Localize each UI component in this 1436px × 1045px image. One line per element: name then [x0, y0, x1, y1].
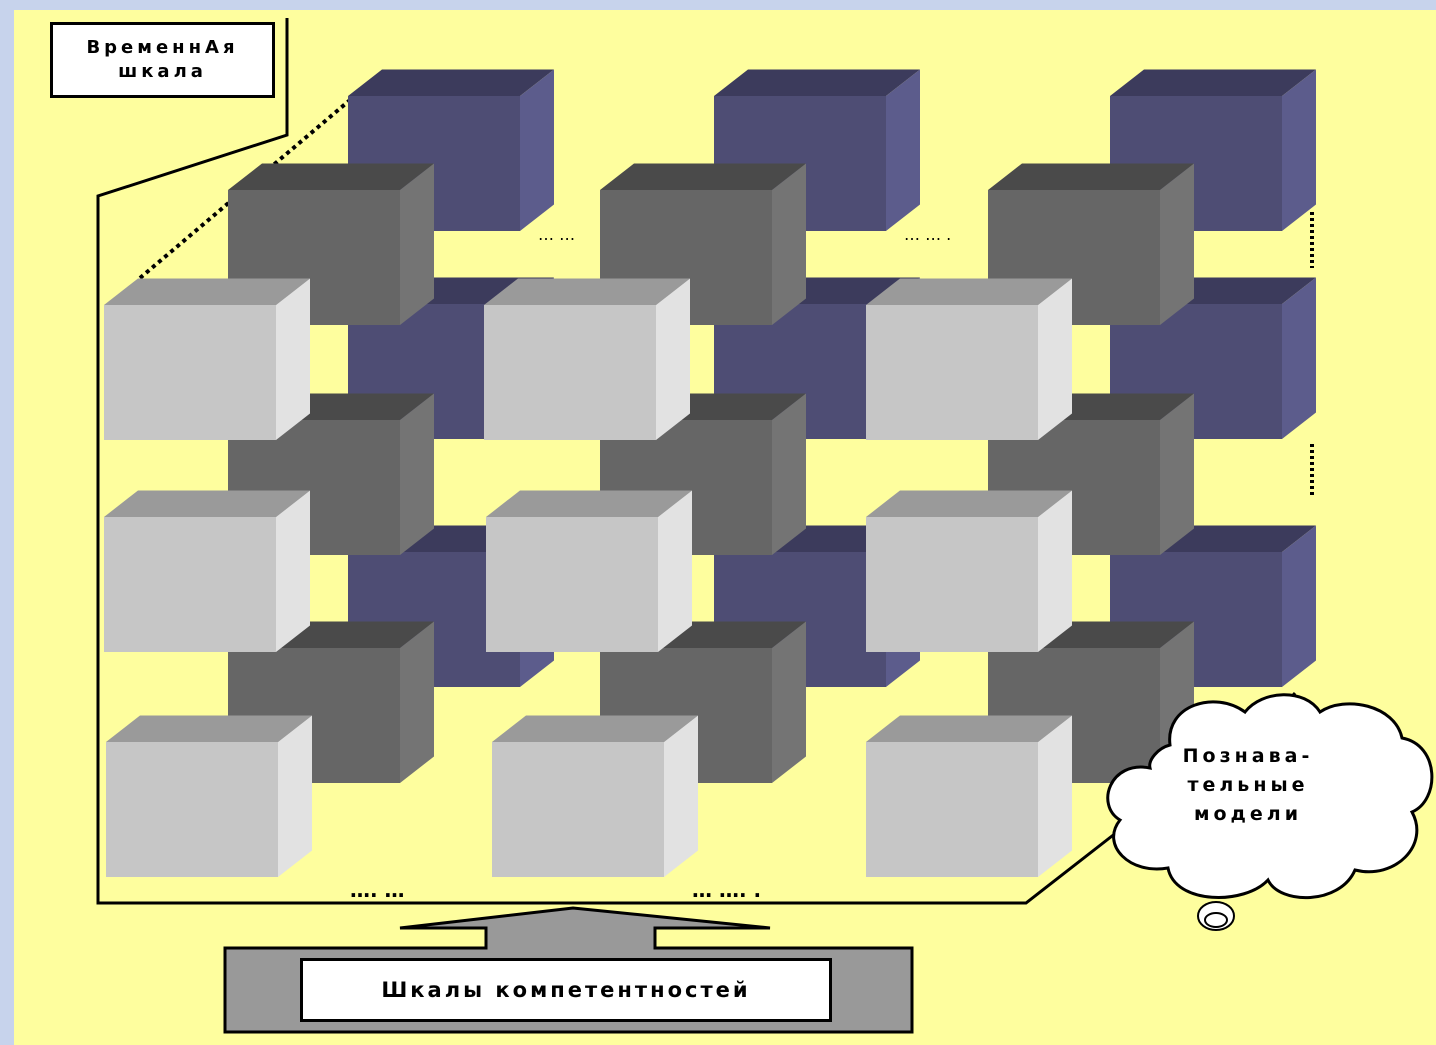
ellipsis-bottom-1: …. …: [350, 878, 405, 902]
cube-side-face: [1282, 69, 1316, 231]
ellipsis-bottom-2: … …. .: [692, 878, 761, 902]
cube-top-face: [1110, 69, 1316, 96]
time-scale-line1: ВременнАя: [86, 36, 238, 60]
cube-front-face: [104, 305, 276, 440]
competence-scales-text: Шкалы компетентностей: [381, 978, 750, 1002]
cube-side-face: [276, 278, 310, 440]
cube-top-face: [866, 490, 1072, 517]
cube-front-face: [866, 305, 1038, 440]
time-scale-label: ВременнАя шкала: [50, 22, 275, 98]
cube-side-face: [276, 490, 310, 652]
cube-side-face: [1282, 525, 1316, 687]
cube-side-face: [1160, 163, 1194, 325]
cube-front-3: [104, 490, 310, 652]
cube-side-face: [1038, 715, 1072, 877]
cube-side-face: [772, 163, 806, 325]
cube-side-face: [400, 621, 434, 783]
cube-top-face: [104, 278, 310, 305]
cube-front-face: [486, 517, 658, 652]
cube-top-face: [104, 490, 310, 517]
cube-side-face: [656, 278, 690, 440]
cognitive-line2: тельные: [1148, 771, 1348, 800]
cube-front-7: [492, 715, 698, 877]
cube-front-8: [866, 715, 1072, 877]
cube-front-5: [866, 490, 1072, 652]
cube-top-face: [228, 163, 434, 190]
ellipsis-top-2: … … .: [904, 225, 951, 244]
cube-side-face: [520, 69, 554, 231]
cube-side-face: [1038, 490, 1072, 652]
cube-top-face: [348, 69, 554, 96]
cube-side-face: [1038, 278, 1072, 440]
cube-front-2: [866, 278, 1072, 440]
cube-top-face: [492, 715, 698, 742]
cube-side-face: [772, 393, 806, 555]
cube-front-1: [484, 278, 690, 440]
cognitive-models-label: Познава- тельные модели: [1148, 742, 1348, 829]
ellipsis-top-1: … …: [538, 225, 575, 244]
cube-top-face: [106, 715, 312, 742]
cube-side-face: [278, 715, 312, 877]
cube-front-face: [866, 517, 1038, 652]
cube-top-face: [484, 278, 690, 305]
cube-side-face: [664, 715, 698, 877]
cube-front-face: [106, 742, 278, 877]
cognitive-line3: модели: [1148, 800, 1348, 829]
cube-top-face: [866, 278, 1072, 305]
cube-side-face: [1282, 277, 1316, 439]
cube-grid: [104, 69, 1316, 877]
cube-top-face: [486, 490, 692, 517]
cube-front-4: [486, 490, 692, 652]
cube-top-face: [600, 163, 806, 190]
cube-side-face: [1160, 393, 1194, 555]
cube-side-face: [886, 69, 920, 231]
cube-side-face: [658, 490, 692, 652]
cognitive-line1: Познава-: [1148, 742, 1348, 771]
cube-top-face: [714, 69, 920, 96]
cube-top-face: [988, 163, 1194, 190]
cube-top-face: [866, 715, 1072, 742]
cube-front-0: [104, 278, 310, 440]
cube-front-face: [492, 742, 664, 877]
cube-side-face: [400, 393, 434, 555]
cube-side-face: [400, 163, 434, 325]
cube-front-face: [866, 742, 1038, 877]
cube-front-face: [104, 517, 276, 652]
competence-scales-label: Шкалы компетентностей: [300, 958, 832, 1022]
cube-front-6: [106, 715, 312, 877]
time-scale-line2: шкала: [118, 60, 207, 84]
cube-front-face: [484, 305, 656, 440]
cube-side-face: [772, 621, 806, 783]
